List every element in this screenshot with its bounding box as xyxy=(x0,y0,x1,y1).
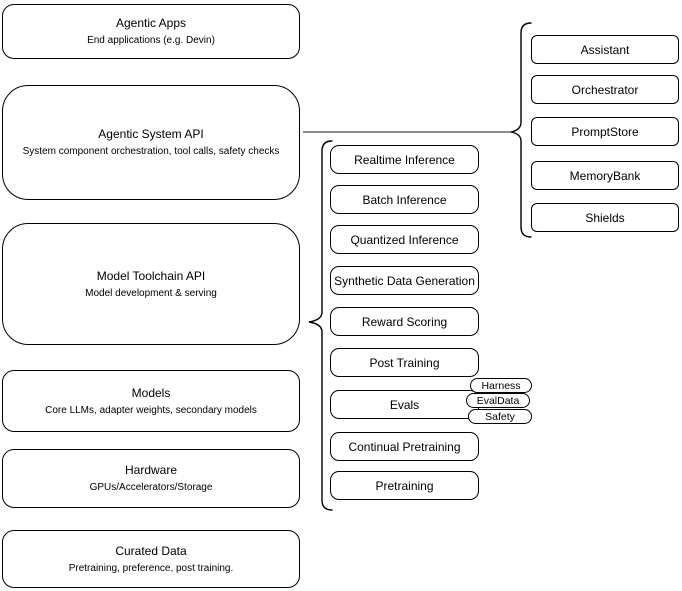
box-model-toolchain-api: Model Toolchain API Model development & … xyxy=(2,223,300,345)
box-agentic-apps: Agentic Apps End applications (e.g. Devi… xyxy=(2,4,300,59)
box-title: Agentic System API xyxy=(98,127,204,141)
box-assistant: Assistant xyxy=(531,35,679,64)
pill-evaldata: EvalData xyxy=(466,393,530,408)
box-continual-pretraining: Continual Pretraining xyxy=(330,432,479,461)
box-title: Curated Data xyxy=(115,543,187,558)
box-subtitle: Core LLMs, adapter weights, secondary mo… xyxy=(45,404,257,416)
box-synthetic-data-generation: Synthetic Data Generation xyxy=(330,266,479,295)
box-realtime-inference: Realtime Inference xyxy=(330,145,479,174)
pill-safety: Safety xyxy=(468,409,532,424)
box-quantized-inference: Quantized Inference xyxy=(330,225,479,254)
box-subtitle: Pretraining, preference, post training. xyxy=(68,562,234,574)
box-evals: Evals xyxy=(330,390,479,419)
box-post-training: Post Training xyxy=(330,348,479,377)
box-curated-data: Curated Data Pretraining, preference, po… xyxy=(2,530,300,588)
box-models: Models Core LLMs, adapter weights, secon… xyxy=(2,370,300,432)
box-reward-scoring: Reward Scoring xyxy=(330,307,479,336)
box-batch-inference: Batch Inference xyxy=(330,185,479,214)
system-bracket-icon xyxy=(510,22,532,238)
box-title: Hardware xyxy=(124,463,178,477)
box-pretraining: Pretraining xyxy=(330,471,479,500)
box-agentic-system-api: Agentic System API System component orch… xyxy=(2,85,300,200)
toolchain-bracket-icon xyxy=(308,140,333,511)
box-promptstore: PromptStore xyxy=(531,117,679,146)
box-memorybank: MemoryBank xyxy=(531,161,679,190)
box-orchestrator: Orchestrator xyxy=(531,75,679,104)
box-subtitle: GPUs/Accelerators/Storage xyxy=(89,482,213,493)
box-title: Models xyxy=(131,385,171,400)
box-subtitle: Model development & serving xyxy=(85,287,217,299)
pill-harness: Harness xyxy=(470,378,532,393)
box-title: Model Toolchain API xyxy=(96,268,206,283)
box-shields: Shields xyxy=(531,203,679,232)
box-hardware: Hardware GPUs/Accelerators/Storage xyxy=(2,449,300,508)
box-title: Agentic Apps xyxy=(115,16,187,30)
box-subtitle: System component orchestration, tool cal… xyxy=(22,146,280,157)
box-subtitle: End applications (e.g. Devin) xyxy=(87,35,215,46)
